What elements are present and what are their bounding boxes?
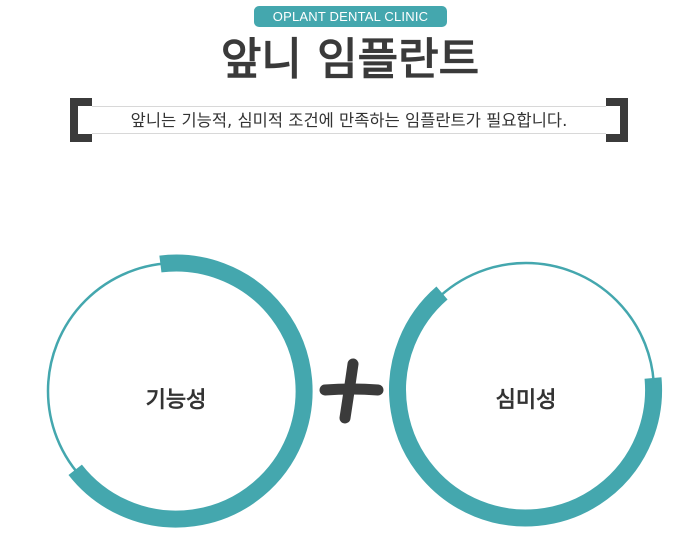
left-bracket — [70, 98, 92, 142]
page-title: 앞니 임플란트 — [220, 34, 480, 85]
aesthetics-label: 심미성 — [495, 388, 557, 413]
functionality-circle — [46, 254, 313, 528]
right-bracket — [606, 98, 628, 142]
plus-icon — [319, 358, 384, 424]
functionality-label: 기능성 — [145, 388, 207, 413]
functionality-thick-arc — [68, 254, 313, 528]
aesthetics-circle — [389, 261, 663, 527]
clinic-badge: OPLANT DENTAL CLINIC — [254, 6, 447, 27]
aesthetics-thick-arc — [389, 286, 663, 527]
subtitle-banner: 앞니는 기능적, 심미적 조건에 만족하는 임플란트가 필요합니다. — [70, 98, 628, 142]
subtitle-text: 앞니는 기능적, 심미적 조건에 만족하는 임플란트가 필요합니다. — [92, 106, 606, 134]
